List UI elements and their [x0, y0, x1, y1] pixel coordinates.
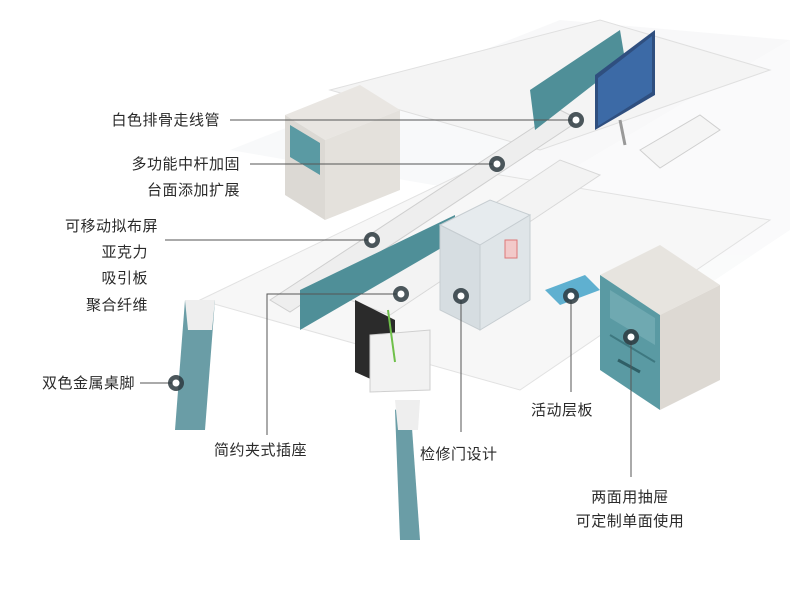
callout-screen-line2: 亚克力: [101, 243, 148, 261]
dot-shelf: [563, 288, 579, 304]
access-door: [438, 199, 532, 331]
dot-drawer: [623, 329, 639, 345]
callout-lines: [140, 119, 632, 477]
laptop: [355, 300, 431, 393]
left-cabinet: [285, 85, 400, 220]
callout-legs: 双色金属桌脚: [41, 374, 135, 392]
dot-center-rail: [489, 156, 505, 172]
desk-legs: [175, 300, 420, 540]
callout-screen-line4: 聚合纤维: [85, 296, 148, 314]
dot-legs: [168, 375, 184, 391]
callout-shelf: 活动层板: [531, 401, 594, 419]
callout-cable-manager: 白色排骨走线管: [111, 111, 220, 129]
callout-center-rail-line1: 多功能中杆加固: [131, 155, 240, 173]
callout-dots: [168, 112, 639, 391]
callout-drawer-line2: 可定制单面使用: [575, 512, 685, 530]
monitor: [595, 30, 655, 146]
callout-screen-line3: 吸引板: [101, 269, 148, 287]
dot-socket: [393, 286, 409, 302]
dot-cable-manager: [568, 112, 584, 128]
callout-socket: 简约夹式插座: [214, 441, 308, 459]
callout-screen-line1: 可移动拟布屏: [64, 217, 158, 235]
keyboard: [639, 114, 721, 169]
callout-drawer-line1: 两面用抽屉: [591, 488, 669, 506]
callout-center-rail-line2: 台面添加扩展: [146, 181, 240, 199]
dot-access-door: [453, 288, 469, 304]
fabric-screens: [300, 30, 625, 330]
callout-access-door: 检修门设计: [420, 445, 498, 463]
dot-screen: [364, 232, 380, 248]
